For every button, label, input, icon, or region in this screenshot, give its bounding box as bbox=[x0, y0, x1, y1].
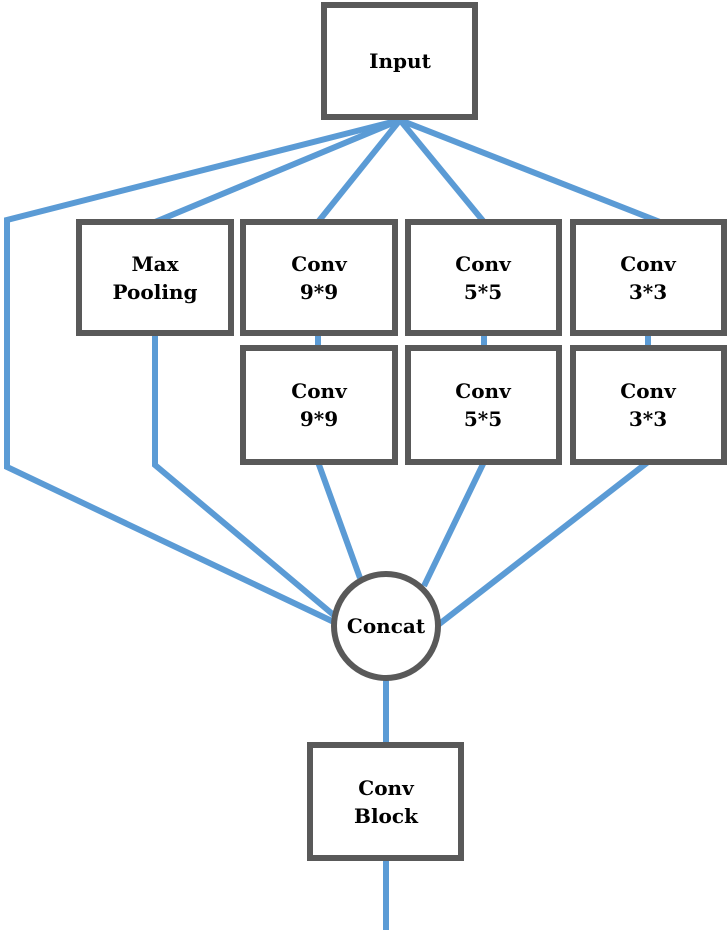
edge-input-maxpool bbox=[153, 117, 402, 225]
edge-input-conv9 bbox=[315, 118, 403, 224]
conv-9x9-1-label-line2: 9*9 bbox=[300, 280, 338, 304]
conv-block-node: Conv Block bbox=[307, 742, 464, 861]
input-node: Input bbox=[321, 2, 478, 120]
conv-5x5-node-1: Conv 5*5 bbox=[405, 219, 562, 336]
max-pooling-label-line2: Pooling bbox=[113, 280, 198, 304]
edge-input-skip bbox=[3, 117, 401, 626]
edge-input-conv5 bbox=[397, 118, 487, 224]
edge-conv5-concat bbox=[421, 460, 487, 588]
conv-5x5-1-label-line1: Conv bbox=[455, 252, 512, 276]
conv-block-label-line1: Conv bbox=[358, 776, 415, 800]
edge-conv3-concat bbox=[436, 459, 650, 628]
conv-9x9-node-2: Conv 9*9 bbox=[240, 345, 398, 465]
conv-3x3-2-label-line2: 3*3 bbox=[629, 407, 667, 431]
max-pooling-node: Max Pooling bbox=[76, 219, 234, 336]
max-pooling-label-line1: Max bbox=[131, 252, 179, 276]
conv-3x3-2-label-line1: Conv bbox=[620, 379, 677, 403]
conv-3x3-1-label-line2: 3*3 bbox=[629, 280, 667, 304]
concat-node: Concat bbox=[331, 571, 441, 681]
conv-9x9-1-label-line1: Conv bbox=[291, 252, 348, 276]
conv-9x9-2-label-line1: Conv bbox=[291, 379, 348, 403]
conv-3x3-node-1: Conv 3*3 bbox=[570, 219, 727, 336]
input-label: Input bbox=[369, 49, 431, 73]
edge-input-conv3 bbox=[398, 117, 662, 225]
edge-conv9-concat bbox=[315, 460, 363, 580]
conv-block-label-line2: Block bbox=[354, 804, 419, 828]
concat-label: Concat bbox=[347, 614, 426, 638]
conv-9x9-node-1: Conv 9*9 bbox=[240, 219, 398, 336]
conv-9x9-2-label-line2: 9*9 bbox=[300, 407, 338, 431]
conv-5x5-2-label-line2: 5*5 bbox=[464, 407, 502, 431]
conv-5x5-node-2: Conv 5*5 bbox=[405, 345, 562, 465]
conv-5x5-2-label-line1: Conv bbox=[455, 379, 512, 403]
conv-3x3-node-2: Conv 3*3 bbox=[570, 345, 727, 465]
edge-maxpool-concat bbox=[152, 333, 338, 620]
conv-5x5-1-label-line2: 5*5 bbox=[464, 280, 502, 304]
conv-3x3-1-label-line1: Conv bbox=[620, 252, 677, 276]
